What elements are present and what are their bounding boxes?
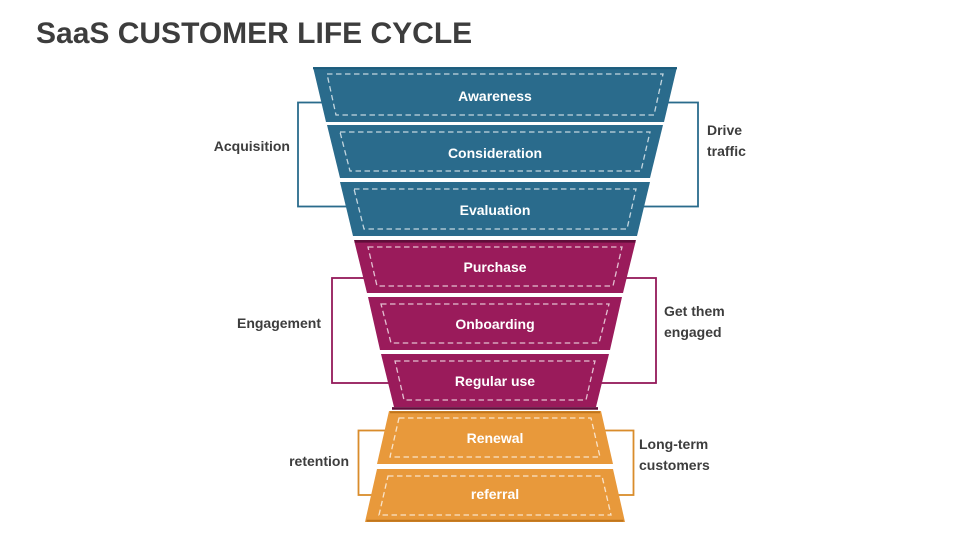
stage-renewal-dashed-border — [389, 417, 601, 458]
phase-note-drive-traffic: Drive traffic — [707, 122, 746, 159]
stage-label-purchase: Purchase — [463, 259, 527, 275]
phase-note-get-them-engaged: Get them engaged — [664, 303, 725, 340]
stage-label-evaluation: Evaluation — [459, 202, 531, 218]
stage-label-awareness: Awareness — [458, 88, 532, 104]
stage-label-renewal: Renewal — [466, 430, 524, 446]
stage-purchase-dashed-border — [367, 246, 623, 287]
stage-onboarding-dashed-border — [380, 303, 610, 344]
stage-purchase-shape — [354, 240, 636, 293]
stage-label-referral: referral — [470, 486, 520, 502]
stage-consideration-shape — [327, 125, 663, 178]
stage-label-regular-use: Regular use — [454, 373, 536, 389]
stage-label-onboarding: Onboarding — [455, 316, 535, 332]
stage-onboarding-shape — [368, 297, 622, 350]
phase-label-acquisition: Acquisition — [213, 138, 290, 154]
slide-title: SaaS CUSTOMER LIFE CYCLE — [36, 17, 473, 50]
phase-note-long-term-customers: Long-term customers — [639, 436, 710, 473]
stage-evaluation-shape — [340, 182, 650, 236]
stage-label-consideration: Consideration — [447, 145, 543, 161]
stage-referral-dashed-border — [378, 475, 612, 516]
stage-referral-shape — [365, 469, 625, 522]
stage-awareness-shape — [313, 67, 677, 122]
stage-renewal-shape — [377, 411, 613, 464]
phase-label-engagement: Engagement — [236, 315, 321, 331]
stage-regular-use-shape — [381, 354, 609, 407]
phase-label-retention: retention — [289, 453, 349, 469]
stage-regular-use-dashed-border — [394, 360, 596, 401]
